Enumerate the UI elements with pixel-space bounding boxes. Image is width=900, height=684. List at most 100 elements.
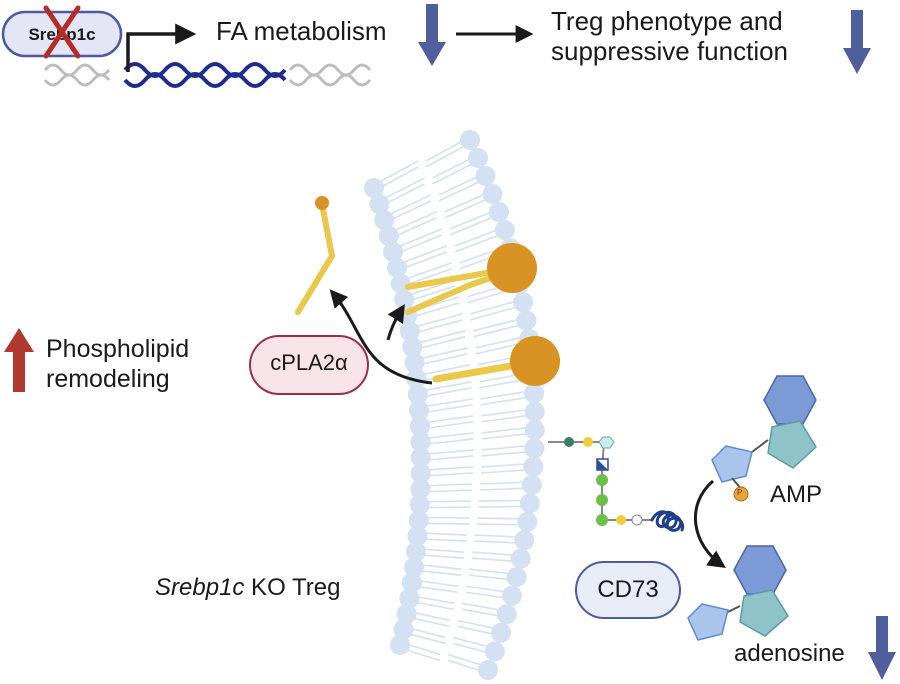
membrane-tail <box>383 194 432 218</box>
knockout-cross-icon <box>43 5 81 59</box>
membrane-head <box>517 511 538 532</box>
membrane-head <box>409 400 430 421</box>
membrane-head <box>405 541 426 562</box>
membrane-head <box>374 209 395 230</box>
phospholipid-line-1: Phospholipid <box>46 335 190 363</box>
membrane-tail <box>416 364 470 377</box>
membrane-head <box>484 641 505 662</box>
membrane-head <box>387 257 408 278</box>
membrane-tail <box>473 322 527 338</box>
cd73-pill <box>575 561 681 619</box>
membrane-tail <box>438 178 486 202</box>
membrane-tail <box>409 313 463 330</box>
membrane-head <box>406 368 427 389</box>
membrane-head <box>404 557 425 578</box>
membrane-head <box>468 147 489 168</box>
membrane-head <box>510 548 531 569</box>
amp-molecule-icon <box>711 375 817 502</box>
cd73-anchor <box>548 436 652 526</box>
phospholipid-intact <box>432 336 560 386</box>
dna-helix <box>43 62 372 88</box>
adenosine-down-arrow-icon <box>868 616 896 680</box>
membrane-tail <box>414 347 468 361</box>
membrane-head <box>488 201 509 222</box>
membrane-head <box>524 438 545 459</box>
membrane-tail <box>373 160 419 186</box>
membrane-head <box>496 604 517 625</box>
fa-metabolism-label: FA metabolism <box>216 16 387 46</box>
membrane-tail <box>392 228 443 250</box>
membrane-tail <box>470 304 524 321</box>
phospholipid-line-2: remodeling <box>46 365 170 393</box>
treg-line-2: suppressive function <box>551 36 789 66</box>
membrane-tail <box>449 214 500 236</box>
cd73-protein-coil <box>650 510 685 532</box>
cell-gene-italic: Srebp1c <box>155 574 245 601</box>
phospholipid-up-arrow-icon <box>4 328 34 392</box>
membrane-head <box>390 635 410 655</box>
membrane-head <box>407 384 428 405</box>
cpla2-label: cPLA2α <box>270 350 348 375</box>
membrane-head <box>396 603 417 624</box>
membrane-head <box>393 619 414 640</box>
cell-type-label: Srebp1c KO Treg <box>155 574 340 602</box>
membrane-head <box>410 431 431 452</box>
membrane-head <box>402 337 423 358</box>
membrane-head <box>475 165 496 186</box>
membrane-head <box>494 219 515 240</box>
membrane-head <box>378 225 399 246</box>
membrane-head <box>516 310 537 331</box>
membrane-head <box>491 622 512 643</box>
membrane-head <box>408 510 429 531</box>
membrane-head <box>460 130 480 150</box>
membrane-tail <box>388 211 437 234</box>
membrane-head <box>524 383 545 404</box>
phosphate-label: P <box>737 488 743 497</box>
free-fatty-acid <box>295 196 335 315</box>
treg-line-1: Treg phenotype and <box>551 6 783 36</box>
fa-down-arrow-icon <box>418 4 446 66</box>
adenosine-molecule-icon <box>687 545 789 641</box>
membrane-head <box>521 474 542 495</box>
cpla2-arrow-to-lysolipid <box>386 303 405 341</box>
membrane-head <box>399 588 420 609</box>
membrane-head <box>404 352 425 373</box>
cd73-label: CD73 <box>597 576 659 603</box>
membrane-tail <box>417 381 472 393</box>
membrane-head <box>383 241 404 262</box>
membrane-head <box>524 419 545 440</box>
membrane-head <box>410 447 431 468</box>
cell-type-rest: KO Treg <box>244 574 341 601</box>
membrane-tail <box>444 196 493 219</box>
membrane-tail <box>432 160 479 185</box>
amp-label: AMP <box>770 481 823 508</box>
membrane-head <box>409 494 430 515</box>
membrane-head <box>523 456 544 477</box>
membrane-bilayer <box>364 130 545 680</box>
membrane-tail <box>400 262 452 282</box>
cpla2-arrow-to-fatty-acid <box>329 289 433 385</box>
membrane-head <box>513 292 534 313</box>
treg-down-arrow-icon <box>843 10 871 74</box>
membrane-head <box>407 525 428 546</box>
membrane-head <box>482 183 503 204</box>
membrane-head <box>401 572 422 593</box>
cpla2-pill <box>249 335 369 395</box>
membrane-head <box>364 178 384 198</box>
membrane-head <box>410 463 431 484</box>
membrane-tail <box>454 232 506 253</box>
membrane-head <box>399 321 420 342</box>
adenosine-label: adenosine <box>734 640 845 667</box>
cd73-conversion-arrow <box>693 479 726 569</box>
treg-phenotype-label: Treg phenotype and suppressive function <box>551 6 788 66</box>
membrane-tail <box>378 177 425 202</box>
membrane-tail <box>396 245 448 266</box>
membrane-head <box>519 493 540 514</box>
membrane-head <box>410 478 431 499</box>
membrane-tail <box>412 330 466 345</box>
membrane-head <box>524 401 545 422</box>
promoter-arrow <box>126 23 197 72</box>
phospholipid-cleaved <box>405 243 537 315</box>
membrane-head <box>514 530 535 551</box>
